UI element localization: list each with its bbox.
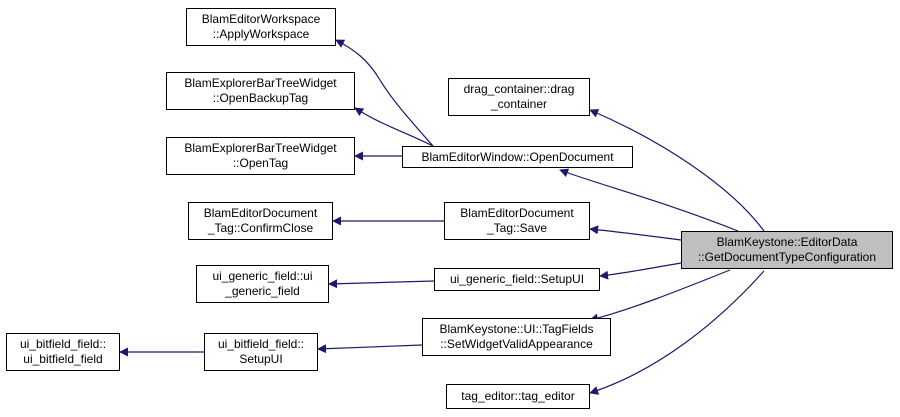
edge-focus-to-tag-editor xyxy=(589,270,765,395)
node-open-tag[interactable]: BlamExplorerBarTreeWidget ::OpenTag xyxy=(166,137,355,175)
node-tagfields-line-2: ::SetWidgetValidAppearance xyxy=(440,337,593,351)
node-open-tag-line-1: BlamExplorerBarTreeWidget xyxy=(184,141,337,155)
node-tag-editor-line-1: tag_editor::tag_editor xyxy=(461,389,575,403)
node-bitfield-setup-line-2: SetupUI xyxy=(239,352,283,366)
node-ui-generic-field-line-1: ui_generic_field::ui xyxy=(212,269,313,283)
node-ui-generic-field[interactable]: ui_generic_field::ui _generic_field xyxy=(196,265,329,303)
node-confirm-close[interactable]: BlamEditorDocument _Tag::ConfirmClose xyxy=(188,202,333,240)
edge-focus-to-doc-save xyxy=(589,225,682,241)
node-tagfields[interactable]: BlamKeystone::UI::TagFields ::SetWidgetV… xyxy=(422,318,611,356)
node-focus-get-document-type-configuration: BlamKeystone::EditorData ::GetDocumentTy… xyxy=(681,231,893,269)
node-focus-line-2: ::GetDocumentTypeConfiguration xyxy=(697,250,877,264)
node-tagfields-line-1: BlamKeystone::UI::TagFields xyxy=(439,322,594,336)
node-open-backup-tag[interactable]: BlamExplorerBarTreeWidget ::OpenBackupTa… xyxy=(166,72,355,110)
node-setup-ui-generic[interactable]: ui_generic_field::SetupUI xyxy=(434,268,600,291)
edge-open-document-to-open-backup-tag xyxy=(354,107,434,147)
node-confirm-close-line-1: BlamEditorDocument xyxy=(203,206,318,220)
node-focus-line-1: BlamKeystone::EditorData xyxy=(716,235,858,249)
node-open-backup-tag-line-2: ::OpenBackupTag xyxy=(212,91,309,105)
node-drag-container[interactable]: drag_container::drag _container xyxy=(448,78,590,116)
node-tag-editor[interactable]: tag_editor::tag_editor xyxy=(446,384,590,409)
edge-focus-to-setup-ui-generic xyxy=(599,262,682,280)
node-bitfield-ctor[interactable]: ui_bitfield_field:: ui_bitfield_field xyxy=(6,333,120,371)
node-doc-save-line-2: _Tag::Save xyxy=(486,221,548,235)
node-open-document[interactable]: BlamEditorWindow::OpenDocument xyxy=(402,146,633,168)
node-bitfield-ctor-line-1: ui_bitfield_field:: xyxy=(19,337,107,351)
node-open-backup-tag-line-1: BlamExplorerBarTreeWidget xyxy=(184,76,337,90)
node-apply-workspace-line-2: ::ApplyWorkspace xyxy=(212,27,310,41)
edge-focus-to-tagfields xyxy=(589,269,731,323)
node-bitfield-ctor-line-2: ui_bitfield_field xyxy=(23,352,103,366)
node-drag-container-line-1: drag_container::drag xyxy=(463,82,575,96)
node-setup-ui-generic-line-1: ui_generic_field::SetupUI xyxy=(449,272,585,286)
edge-open-document-to-apply-workspace xyxy=(335,39,434,147)
edge-tagfields-to-bitfield-setup xyxy=(317,344,423,354)
node-bitfield-setup-line-1: ui_bitfield_field:: xyxy=(217,337,305,351)
node-bitfield-setup[interactable]: ui_bitfield_field:: SetupUI xyxy=(204,333,318,371)
node-open-tag-line-2: ::OpenTag xyxy=(232,156,289,170)
node-doc-save-line-1: BlamEditorDocument xyxy=(460,206,574,220)
node-confirm-close-line-2: _Tag::ConfirmClose xyxy=(207,221,314,235)
node-doc-save[interactable]: BlamEditorDocument _Tag::Save xyxy=(444,202,590,240)
edge-focus-to-drag-container xyxy=(589,109,765,232)
node-apply-workspace[interactable]: BlamEditorWorkspace ::ApplyWorkspace xyxy=(186,8,336,46)
node-ui-generic-field-line-2: _generic_field xyxy=(225,284,300,298)
edge-focus-to-open-document xyxy=(559,168,739,232)
node-open-document-line-1: BlamEditorWindow::OpenDocument xyxy=(421,149,614,164)
node-apply-workspace-line-1: BlamEditorWorkspace xyxy=(201,12,321,26)
node-drag-container-line-2: _container xyxy=(490,97,548,111)
edge-setup-ui-generic-to-ui-generic-field xyxy=(328,279,435,289)
